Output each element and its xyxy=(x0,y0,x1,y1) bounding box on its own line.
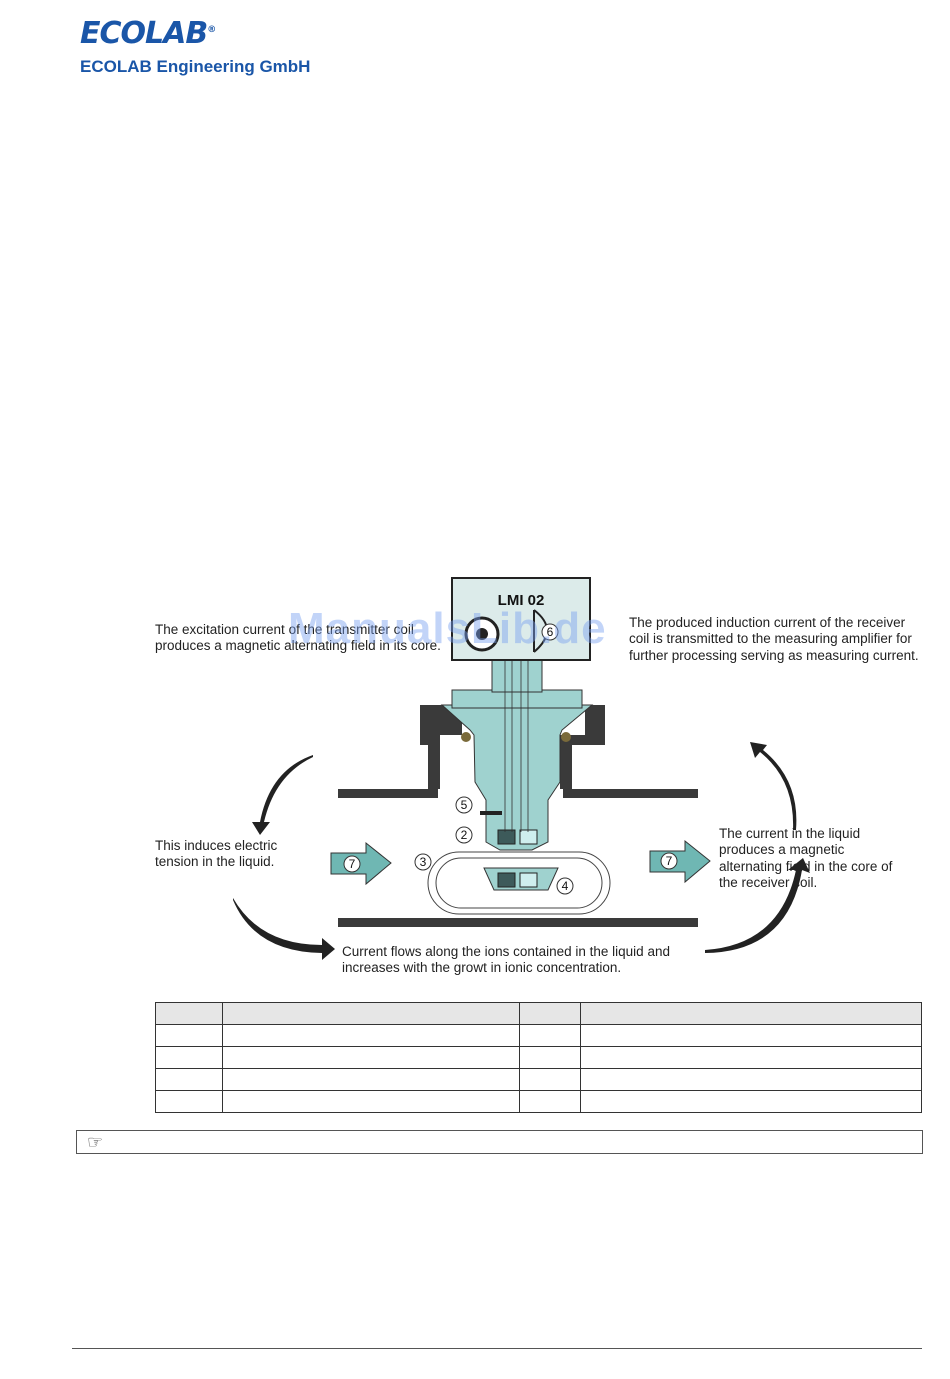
table-header-row xyxy=(155,1002,922,1025)
current-loop xyxy=(427,851,611,915)
table-row xyxy=(155,1068,922,1091)
table-cell xyxy=(580,1090,922,1113)
table-cell xyxy=(519,1024,581,1047)
table-cell xyxy=(580,1024,922,1047)
caption-flow: Current flows along the ions contained i… xyxy=(342,944,670,976)
table-cell xyxy=(519,1090,581,1113)
caption-tension: This induces electric tension in the liq… xyxy=(155,838,278,870)
table-cell xyxy=(155,1024,223,1047)
callout-2: 2 xyxy=(455,826,473,844)
pointing-hand-icon: ☞ xyxy=(87,1132,104,1153)
device-label: LMI 02 xyxy=(498,592,545,609)
table-cell xyxy=(155,1090,223,1113)
sensor-body xyxy=(440,620,594,891)
svg-text:2: 2 xyxy=(461,828,468,842)
callout-4: 4 xyxy=(556,877,574,895)
table-cell xyxy=(222,1090,520,1113)
table-row xyxy=(155,1024,922,1047)
flow-arrow-out xyxy=(649,839,711,884)
conductivity-measuring-principle-diagram: LMI 02 5 2 3 4 6 7 7 xyxy=(233,577,810,960)
table-cell xyxy=(222,1046,520,1069)
ecolab-logo: ECOLAB® xyxy=(80,16,217,51)
watermark: ManualsLib.de xyxy=(288,604,607,653)
table-row xyxy=(155,1046,922,1069)
explanation-arrows xyxy=(233,742,810,960)
svg-text:6: 6 xyxy=(547,625,554,639)
table-cell xyxy=(155,1046,223,1069)
table-cell xyxy=(519,1068,581,1091)
callouts: 5 2 3 4 6 7 7 xyxy=(349,623,673,895)
table-cell xyxy=(580,1068,922,1091)
flow-arrow-in xyxy=(330,841,392,886)
table-cell xyxy=(222,1024,520,1047)
table-header-cell xyxy=(155,1002,223,1025)
callout-5: 5 xyxy=(455,796,473,814)
svg-text:3: 3 xyxy=(420,855,427,869)
svg-text:4: 4 xyxy=(562,879,569,893)
callout-6: 6 xyxy=(541,623,559,641)
table-header-cell xyxy=(222,1002,520,1025)
table-header-cell xyxy=(580,1002,922,1025)
table-cell xyxy=(155,1068,223,1091)
table-header-cell xyxy=(519,1002,581,1025)
callout-7-in: 7 xyxy=(349,857,356,871)
legend-table xyxy=(155,1002,922,1113)
svg-text:5: 5 xyxy=(461,798,468,812)
callout-3: 3 xyxy=(414,853,432,871)
table-row xyxy=(155,1090,922,1113)
footer-divider xyxy=(72,1348,922,1349)
caption-excitation: The excitation current of the transmitte… xyxy=(155,622,441,654)
table-cell xyxy=(222,1068,520,1091)
company-name: ECOLAB Engineering GmbH xyxy=(80,57,311,76)
caption-induction: The produced induction current of the re… xyxy=(629,615,919,663)
table-cell xyxy=(519,1046,581,1069)
caption-current-liquid: The current in the liquid produces a mag… xyxy=(719,826,893,890)
note-box: ☞ xyxy=(76,1130,923,1154)
transmitter-housing xyxy=(451,577,591,661)
callout-7-out: 7 xyxy=(666,854,673,868)
table-cell xyxy=(580,1046,922,1069)
